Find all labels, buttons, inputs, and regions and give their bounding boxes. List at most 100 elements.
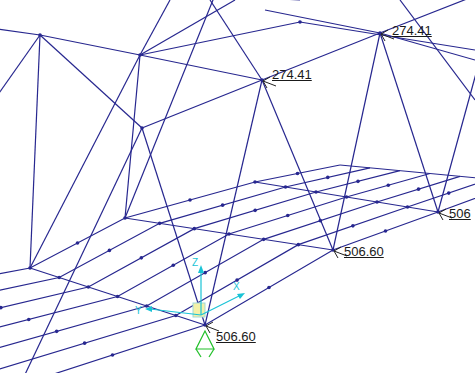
load-arrow (334, 251, 338, 258)
frame-member (140, 55, 262, 80)
joint-dot (0, 306, 3, 310)
frame-member (40, 35, 140, 55)
load-value: 506.60 (344, 245, 384, 259)
joint-dot (296, 172, 300, 176)
joint-dot (203, 271, 207, 275)
load-arrow (263, 77, 270, 81)
frame-member (0, 35, 40, 120)
axis-head (237, 293, 245, 299)
joint-dot (297, 243, 301, 247)
axis-x (201, 295, 241, 315)
joint-dot (38, 33, 42, 37)
pin-support (196, 331, 214, 349)
axis-letter: Y (135, 305, 142, 316)
frame-member (142, 128, 205, 325)
frame-member (20, 128, 142, 373)
load-arrow (439, 213, 443, 220)
joint-dot (384, 229, 388, 233)
load-arrow (381, 34, 385, 41)
frame-member (438, 0, 475, 212)
frame-member (265, 10, 380, 33)
joint-dot (87, 285, 91, 289)
joint-dot (262, 238, 266, 242)
load-value: 274.41 (272, 68, 312, 82)
joint-dot (76, 241, 80, 245)
load-value: 506 (449, 207, 471, 221)
frame-member (40, 35, 142, 128)
joint-dot (284, 185, 288, 189)
joint-dot (253, 209, 257, 213)
load-arrow (263, 81, 267, 88)
joint-dot (138, 53, 142, 57)
deck-stringer (0, 168, 370, 314)
frame-member (300, 22, 475, 50)
joint-dot (326, 176, 330, 180)
joint-dot (267, 286, 271, 290)
axis-z (200, 270, 201, 315)
frame-member (125, 0, 215, 218)
deck-beam (30, 268, 205, 325)
joint-dot (417, 187, 421, 191)
joint-dot (286, 214, 290, 218)
frame-member (210, 0, 262, 80)
joint-dot (83, 341, 87, 345)
frame-member (30, 35, 40, 268)
joint-dot (386, 183, 390, 187)
load-arrow (206, 322, 213, 326)
load-value: 274.41 (392, 24, 432, 38)
pin-support (209, 349, 214, 357)
joint-dot (171, 263, 175, 267)
joint-dot (158, 222, 162, 226)
deck-stringer (0, 165, 340, 300)
frame-member (30, 55, 140, 268)
load-arrow (334, 247, 341, 251)
frame-member (262, 80, 333, 250)
joint-dot (351, 224, 355, 228)
joint-dot (356, 180, 360, 184)
pin-support (196, 349, 201, 357)
frame-member (205, 80, 262, 325)
joint-dot (108, 249, 112, 253)
joint-dot (145, 304, 149, 308)
frame-member (140, 0, 235, 55)
joint-dot (314, 190, 318, 194)
axis-head (198, 265, 204, 273)
joint-dot (298, 20, 302, 24)
joint-dot (406, 205, 410, 209)
joint-dot (111, 353, 115, 357)
joint-dot (57, 276, 61, 280)
deck-stringer (0, 179, 475, 371)
axis-head (145, 306, 152, 312)
joint-dot (193, 227, 197, 231)
joint-dot (55, 330, 59, 334)
deck-stringer (0, 171, 400, 329)
axis-y (150, 309, 201, 315)
frame-member (0, 28, 40, 35)
joint-dot (253, 180, 257, 184)
joint-dot (140, 256, 144, 260)
frame-member (400, 0, 475, 100)
frame-member (142, 80, 262, 128)
axis-letter: Z (192, 257, 198, 268)
load-value: 506.60 (216, 330, 256, 344)
frame-member (333, 33, 380, 250)
deck-stringer (20, 182, 475, 373)
load-arrow (439, 209, 446, 213)
deck-beam (0, 300, 20, 373)
joint-dot (140, 126, 144, 130)
joint-dot (188, 198, 192, 202)
joint-dot (116, 295, 120, 299)
axis-letter: X (233, 281, 240, 292)
joint-dot (375, 200, 379, 204)
frame-member (140, 22, 300, 55)
frame-member (380, 33, 438, 212)
joint-dot (27, 318, 31, 322)
load-arrow (381, 30, 388, 34)
load-arrow (206, 326, 210, 333)
joint-dot (447, 191, 451, 195)
joint-dot (221, 203, 225, 207)
joint-dot (174, 314, 178, 318)
joint-dot (227, 232, 231, 236)
frame-member (125, 55, 140, 218)
